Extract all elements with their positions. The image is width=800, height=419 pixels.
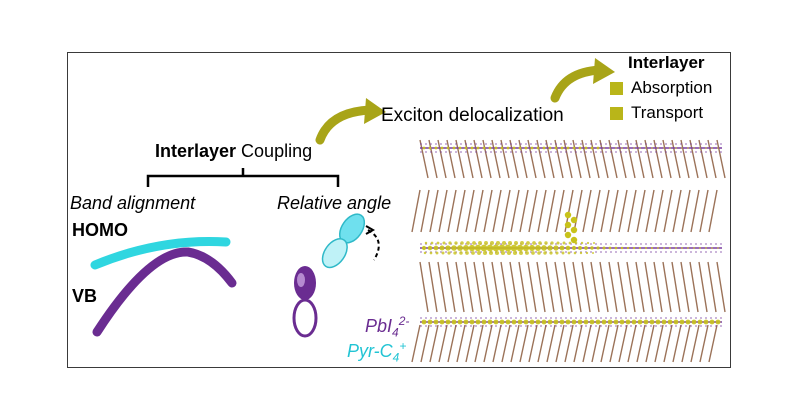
pyr-base: Pyr-C xyxy=(347,341,393,361)
pbi-label: PbI42- xyxy=(365,314,409,340)
legend-item-transport: Transport xyxy=(610,103,703,123)
interlayer-panel-title: Interlayer xyxy=(628,53,705,72)
legend-square xyxy=(610,106,623,120)
pbi-sup: 2- xyxy=(398,314,410,328)
coupling-bold: Interlayer xyxy=(155,141,237,161)
coupling-rest: Coupling xyxy=(236,141,313,161)
pbi-sub: 4 xyxy=(392,325,399,340)
curved-arrow-1 xyxy=(315,98,386,145)
exciton-delocalization-label: Exciton delocalization xyxy=(381,105,564,126)
pbi-base: PbI xyxy=(365,316,393,336)
homo-label: HOMO xyxy=(72,220,128,240)
coupling-bracket xyxy=(146,168,340,187)
figure-frame xyxy=(67,52,731,368)
legend-label: Absorption xyxy=(631,78,713,97)
pbi-orbital xyxy=(292,266,318,338)
pyr-sub: 4 xyxy=(392,350,400,365)
legend-label: Transport xyxy=(631,103,704,122)
pyr-orbital xyxy=(321,213,366,269)
crystal-structure xyxy=(411,139,726,363)
homo-curve xyxy=(90,237,231,270)
legend-item-absorption: Absorption xyxy=(610,78,712,98)
curved-arrow-2 xyxy=(550,58,615,103)
pyr-sup: + xyxy=(399,339,407,353)
rotation-arrow xyxy=(367,229,380,261)
vb-curve xyxy=(92,247,237,337)
legend-square xyxy=(610,81,623,95)
interlayer-coupling-label: Interlayer Coupling xyxy=(155,141,312,162)
band-alignment-label: Band alignment xyxy=(70,193,196,213)
vb-label: VB xyxy=(72,286,98,306)
pyr-label: Pyr-C4+ xyxy=(347,339,406,365)
relative-angle-label: Relative angle xyxy=(277,193,392,213)
